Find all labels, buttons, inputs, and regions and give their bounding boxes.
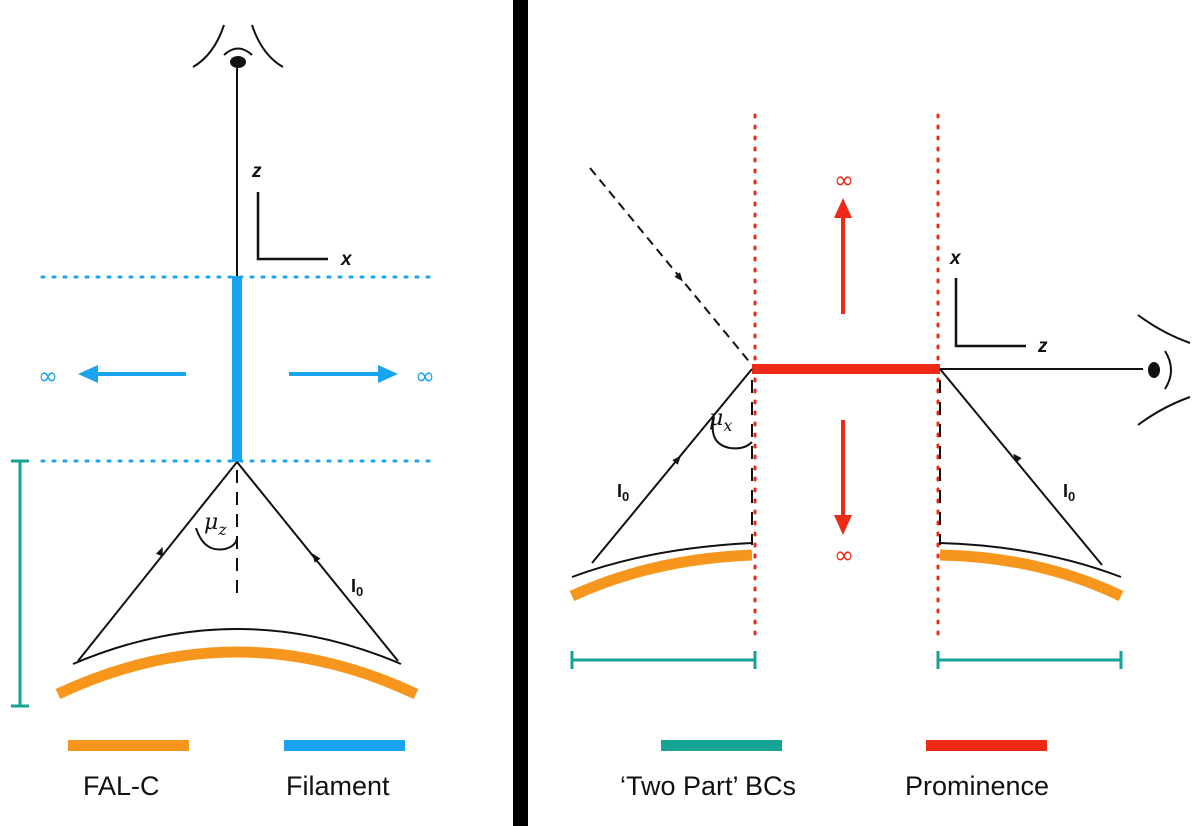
infinity-symbol-up: ∞	[834, 166, 854, 194]
axis-label-x-right: x	[949, 248, 962, 269]
legend-swatch-prominence	[926, 740, 1047, 751]
intensity-label-i0-right: I0	[1063, 481, 1075, 504]
eye-icon-right	[1137, 314, 1191, 426]
solar-surface-line	[72, 628, 402, 665]
panel-divider	[513, 0, 528, 826]
infinity-arrow-down: ∞	[834, 420, 854, 569]
angle-label-mu: μz	[204, 510, 227, 539]
eye-icon	[192, 24, 284, 68]
angle-arc-mu-z	[195, 527, 238, 551]
legend-swatch-bcs	[661, 740, 782, 751]
infinity-symbol-left: ∞	[38, 362, 58, 390]
fal-c-surface-right-right	[939, 549, 1124, 601]
legend-swatch-filament	[284, 740, 405, 751]
incident-ray-right	[236, 461, 399, 662]
left-panel: z x ∞ ∞ μz I0	[11, 24, 439, 801]
incoming-dashed-ray	[589, 167, 753, 366]
bc-bracket-right-left	[570, 651, 757, 669]
axis-label-z-right: z	[1037, 336, 1048, 357]
legend-label-prominence: Prominence	[905, 771, 1049, 801]
intensity-label-i0-left: I0	[617, 481, 629, 504]
bc-bracket-right-right	[936, 651, 1123, 669]
infinity-arrow-up: ∞	[834, 166, 854, 314]
legend-label-fal-c: FAL-C	[83, 771, 160, 801]
incident-ray-left-side	[591, 368, 753, 564]
prominence-slab	[752, 364, 940, 374]
legend-label-bcs: ‘Two Part’ BCs	[620, 771, 796, 801]
infinity-arrow-right: ∞	[289, 362, 435, 390]
filament-slab	[232, 276, 242, 462]
axis-label-z: z	[251, 161, 262, 182]
legend-swatch-fal-c	[68, 740, 189, 751]
bc-bracket-left	[11, 459, 29, 708]
incident-ray-right-side	[939, 368, 1103, 566]
fal-c-surface-right-left	[569, 549, 753, 601]
axes-xz: x z	[949, 248, 1048, 357]
right-panel: ∞ ∞ x z μx	[569, 113, 1191, 801]
legend-label-filament: Filament	[286, 771, 390, 801]
intensity-label-i0: I0	[351, 576, 363, 599]
axis-label-x: x	[340, 249, 353, 270]
incident-ray-left	[77, 461, 238, 662]
infinity-symbol-right: ∞	[415, 362, 435, 390]
fal-c-surface-left	[55, 646, 419, 699]
infinity-symbol-down: ∞	[834, 541, 854, 569]
axes-zx: z x	[251, 161, 353, 270]
angle-arc-mu-x	[711, 416, 753, 450]
solar-surface-line-left	[571, 542, 753, 578]
angle-label-mu-x: μx	[709, 406, 732, 435]
solar-surface-line-right	[939, 542, 1122, 578]
infinity-arrow-left: ∞	[38, 362, 186, 390]
